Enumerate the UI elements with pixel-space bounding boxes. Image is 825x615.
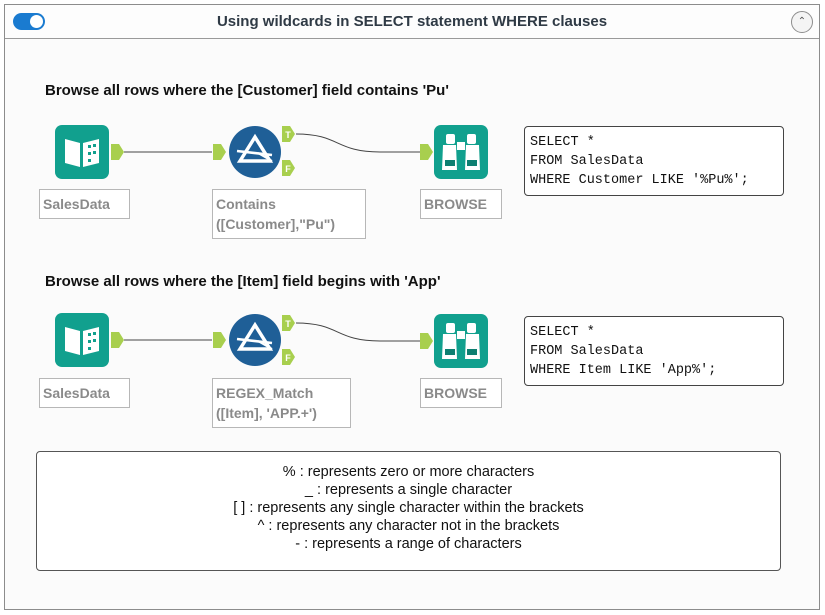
legend-line: % : represents zero or more characters bbox=[282, 464, 535, 480]
true-anchor-label: T bbox=[285, 130, 291, 140]
filter-false-anchor-1[interactable]: F bbox=[282, 160, 296, 176]
binoculars-icon bbox=[434, 125, 488, 179]
sql-line: WHERE Customer LIKE '%Pu%'; bbox=[530, 173, 749, 188]
filter-tool-2[interactable] bbox=[228, 313, 282, 367]
toggle-knob bbox=[30, 15, 43, 28]
filter-true-anchor-1[interactable]: T bbox=[282, 126, 296, 142]
input-data-tool-1[interactable] bbox=[55, 125, 109, 179]
input-output-anchor-2[interactable] bbox=[111, 332, 125, 348]
legend-line: [ ] : represents any single character wi… bbox=[233, 500, 584, 516]
binoculars-icon bbox=[434, 314, 488, 368]
container-header: Using wildcards in SELECT statement WHER… bbox=[5, 5, 819, 39]
filter-tool-1[interactable] bbox=[228, 125, 282, 179]
filter-icon bbox=[229, 314, 281, 366]
false-anchor-label: F bbox=[285, 353, 291, 363]
book-icon bbox=[55, 313, 109, 367]
filter-label-line1: Contains bbox=[216, 196, 276, 212]
input-tool-label-1: SalesData bbox=[39, 189, 130, 219]
sql-note-1: SELECT * FROM SalesData WHERE Customer L… bbox=[524, 126, 784, 196]
container-title: Using wildcards in SELECT statement WHER… bbox=[216, 13, 608, 30]
browse-tool-label-2: BROWSE bbox=[420, 378, 502, 408]
filter-false-anchor-2[interactable]: F bbox=[282, 349, 296, 365]
browse-input-anchor-2[interactable] bbox=[420, 333, 434, 349]
connection-filter-browse-1 bbox=[295, 133, 420, 153]
input-output-anchor-1[interactable] bbox=[111, 144, 125, 160]
filter-input-anchor-2[interactable] bbox=[213, 332, 227, 348]
sql-line: FROM SalesData bbox=[530, 344, 644, 359]
browse-tool-label-1: BROWSE bbox=[420, 189, 502, 219]
section-heading-1: Browse all rows where the [Customer] fie… bbox=[45, 82, 449, 99]
true-anchor-label: T bbox=[285, 319, 291, 329]
legend-line: - : represents a range of characters bbox=[295, 536, 522, 552]
sql-line: FROM SalesData bbox=[530, 154, 644, 169]
section-heading-2: Browse all rows where the [Item] field b… bbox=[45, 273, 441, 290]
legend-line: _ : represents a single character bbox=[304, 482, 513, 498]
false-anchor-label: F bbox=[285, 164, 291, 174]
browse-tool-1[interactable] bbox=[434, 125, 488, 179]
sql-line: SELECT * bbox=[530, 135, 595, 150]
browse-tool-2[interactable] bbox=[434, 314, 488, 368]
filter-input-anchor-1[interactable] bbox=[213, 144, 227, 160]
filter-tool-label-1: Contains ([Customer],"Pu") bbox=[212, 189, 366, 239]
container-toggle[interactable] bbox=[13, 13, 45, 30]
filter-label-line1: REGEX_Match bbox=[216, 385, 314, 401]
filter-true-anchor-2[interactable]: T bbox=[282, 315, 296, 331]
filter-tool-label-2: REGEX_Match ([Item], 'APP.+') bbox=[212, 378, 351, 428]
browse-input-anchor-1[interactable] bbox=[420, 144, 434, 160]
input-data-tool-2[interactable] bbox=[55, 313, 109, 367]
sql-line: WHERE Item LIKE 'App%'; bbox=[530, 363, 717, 378]
collapse-button[interactable]: ⌃ bbox=[791, 11, 813, 33]
sql-note-2: SELECT * FROM SalesData WHERE Item LIKE … bbox=[524, 316, 784, 386]
sql-line: SELECT * bbox=[530, 325, 595, 340]
chevron-up-icon: ⌃ bbox=[797, 16, 807, 27]
book-icon bbox=[55, 125, 109, 179]
filter-label-line2: ([Item], 'APP.+') bbox=[216, 405, 317, 421]
connection-filter-browse-2 bbox=[295, 322, 420, 342]
filter-icon bbox=[229, 126, 281, 178]
input-tool-label-2: SalesData bbox=[39, 378, 130, 408]
legend-line: ^ : represents any character not in the … bbox=[257, 518, 560, 534]
wildcard-legend: % : represents zero or more characters _… bbox=[36, 451, 781, 571]
filter-label-line2: ([Customer],"Pu") bbox=[216, 216, 336, 232]
